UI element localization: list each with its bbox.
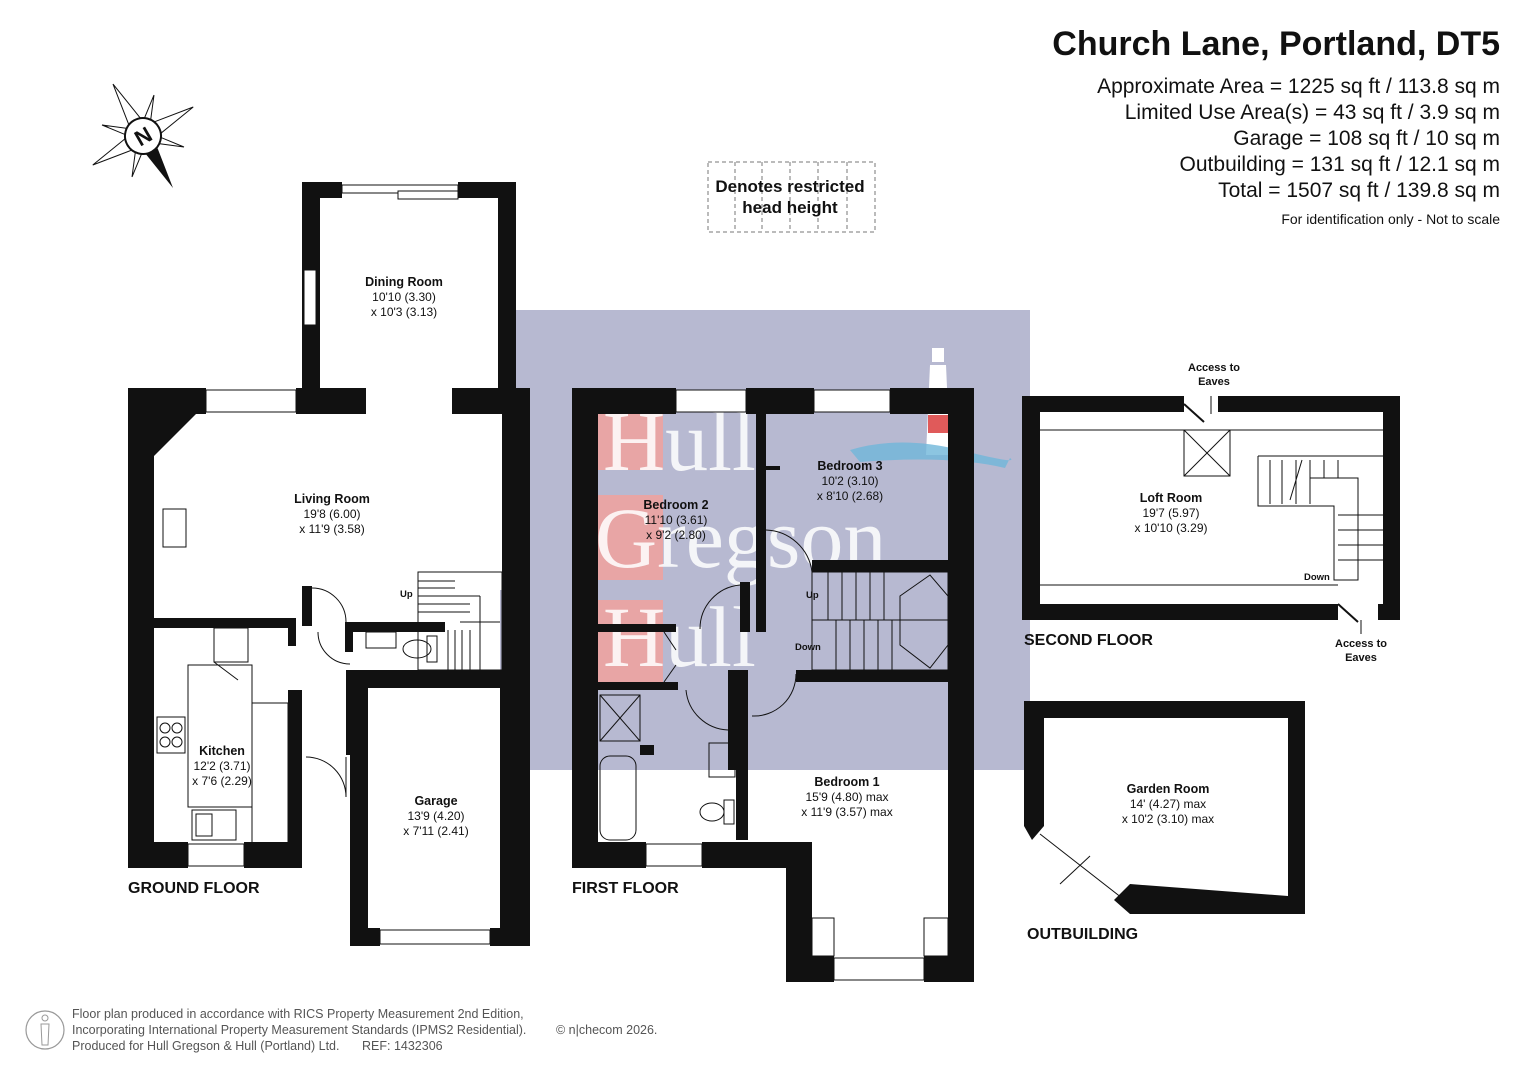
room-garage: Garage 13'9 (4.20) x 7'11 (2.41) (403, 794, 468, 838)
area-line-2: Limited Use Area(s) = 43 sq ft / 3.9 sq … (1125, 101, 1500, 124)
outbuilding-plan (1024, 701, 1305, 914)
footer: Floor plan produced in accordance with R… (25, 1007, 657, 1053)
footer-line-3: Produced for Hull Gregson & Hull (Portla… (72, 1039, 340, 1053)
legend-line-2: head height (742, 198, 838, 217)
dining-dim1: 10'10 (3.30) (372, 290, 436, 304)
loft-stair-down: Down (1304, 572, 1330, 583)
access-eaves-bottom-line1: Access to (1335, 638, 1387, 650)
garage-dim1: 13'9 (4.20) (408, 809, 465, 823)
disclaimer: For identification only - Not to scale (1281, 211, 1500, 227)
room-living: Living Room 19'8 (6.00) x 11'9 (3.58) (294, 492, 370, 536)
room-bedroom3: Bedroom 3 10'2 (3.10) x 8'10 (2.68) (817, 459, 883, 503)
garden-dim1: 14' (4.27) max (1130, 797, 1206, 811)
person-icon (25, 1010, 65, 1050)
footer-line-2: Incorporating International Property Mea… (72, 1023, 526, 1037)
garage-name: Garage (414, 794, 457, 808)
footer-line-1: Floor plan produced in accordance with R… (72, 1007, 524, 1021)
access-eaves-top-line1: Access to (1188, 362, 1240, 374)
kitchen-dim2: x 7'6 (2.29) (192, 774, 252, 788)
area-line-3: Garage = 108 sq ft / 10 sq m (1233, 127, 1500, 150)
kitchen-dim1: 12'2 (3.71) (194, 759, 251, 773)
garage-dim2: x 7'11 (2.41) (403, 824, 468, 838)
garden-name: Garden Room (1127, 782, 1210, 796)
bedroom1-dim2: x 11'9 (3.57) max (801, 805, 892, 819)
footer-ref: REF: 1432306 (362, 1039, 443, 1053)
loft-dim1: 19'7 (5.97) (1143, 506, 1200, 520)
watermark-word-3: Hull (603, 589, 756, 685)
bedroom2-dim1: 11'10 (3.61) (645, 513, 708, 527)
first-floor-plan: Up Down (572, 388, 974, 982)
living-name: Living Room (294, 492, 370, 506)
bedroom2-name: Bedroom 2 (643, 498, 708, 512)
page-title: Church Lane, Portland, DT5 (1052, 25, 1500, 63)
compass-icon (92, 83, 194, 188)
second-floor-label: SECOND FLOOR (1024, 632, 1153, 649)
bedroom3-name: Bedroom 3 (817, 459, 882, 473)
room-loft: Loft Room 19'7 (5.97) x 10'10 (3.29) (1134, 491, 1207, 535)
loft-staircase (1257, 455, 1383, 581)
room-garden: Garden Room 14' (4.27) max x 10'2 (3.10)… (1122, 782, 1214, 826)
bedroom3-dim1: 10'2 (3.10) (822, 474, 879, 488)
legend-line-1: Denotes restricted (715, 177, 864, 196)
footer-brand: © n|checom 2026. (556, 1023, 657, 1037)
kitchen-name: Kitchen (199, 744, 245, 758)
first-floor-label: FIRST FLOOR (572, 880, 679, 897)
loft-dim2: x 10'10 (3.29) (1134, 521, 1207, 535)
dining-dim2: x 10'3 (3.13) (371, 305, 437, 319)
bedroom3-dim2: x 8'10 (2.68) (817, 489, 883, 503)
room-bedroom1: Bedroom 1 15'9 (4.80) max x 11'9 (3.57) … (801, 775, 892, 819)
restricted-height-legend: Denotes restricted head height (707, 161, 876, 233)
second-floor-plan: Down Access to Eaves Access to Eaves (1022, 362, 1400, 664)
room-kitchen: Kitchen 12'2 (3.71) x 7'6 (2.29) (192, 744, 252, 788)
outbuilding-label: OUTBUILDING (1027, 926, 1138, 943)
living-dim1: 19'8 (6.00) (304, 507, 361, 521)
ground-floor-label: GROUND FLOOR (128, 880, 260, 897)
first-stair-up: Up (806, 590, 819, 601)
room-bedroom2: Bedroom 2 11'10 (3.61) x 9'2 (2.80) (643, 498, 708, 542)
first-stair-down: Down (795, 642, 821, 653)
living-dim2: x 11'9 (3.58) (299, 522, 364, 536)
bedroom1-dim1: 15'9 (4.80) max (806, 790, 889, 804)
first-staircase (811, 571, 949, 671)
area-line-5: Total = 1507 sq ft / 139.8 sq m (1218, 179, 1500, 202)
ground-stair-up: Up (400, 589, 413, 600)
area-line-1: Approximate Area = 1225 sq ft / 113.8 sq… (1097, 75, 1500, 98)
loft-name: Loft Room (1140, 491, 1202, 505)
ground-staircase (417, 571, 503, 671)
room-dining: Dining Room 10'10 (3.30) x 10'3 (3.13) (365, 275, 443, 319)
garden-dim2: x 10'2 (3.10) max (1122, 812, 1214, 826)
access-eaves-bottom-line2: Eaves (1345, 652, 1377, 664)
bedroom1-name: Bedroom 1 (814, 775, 879, 789)
ground-floor-plan: Up (128, 182, 530, 946)
area-line-4: Outbuilding = 131 sq ft / 12.1 sq m (1180, 153, 1500, 176)
dining-name: Dining Room (365, 275, 443, 289)
access-eaves-top-line2: Eaves (1198, 376, 1230, 388)
bedroom2-dim2: x 9'2 (2.80) (646, 528, 706, 542)
